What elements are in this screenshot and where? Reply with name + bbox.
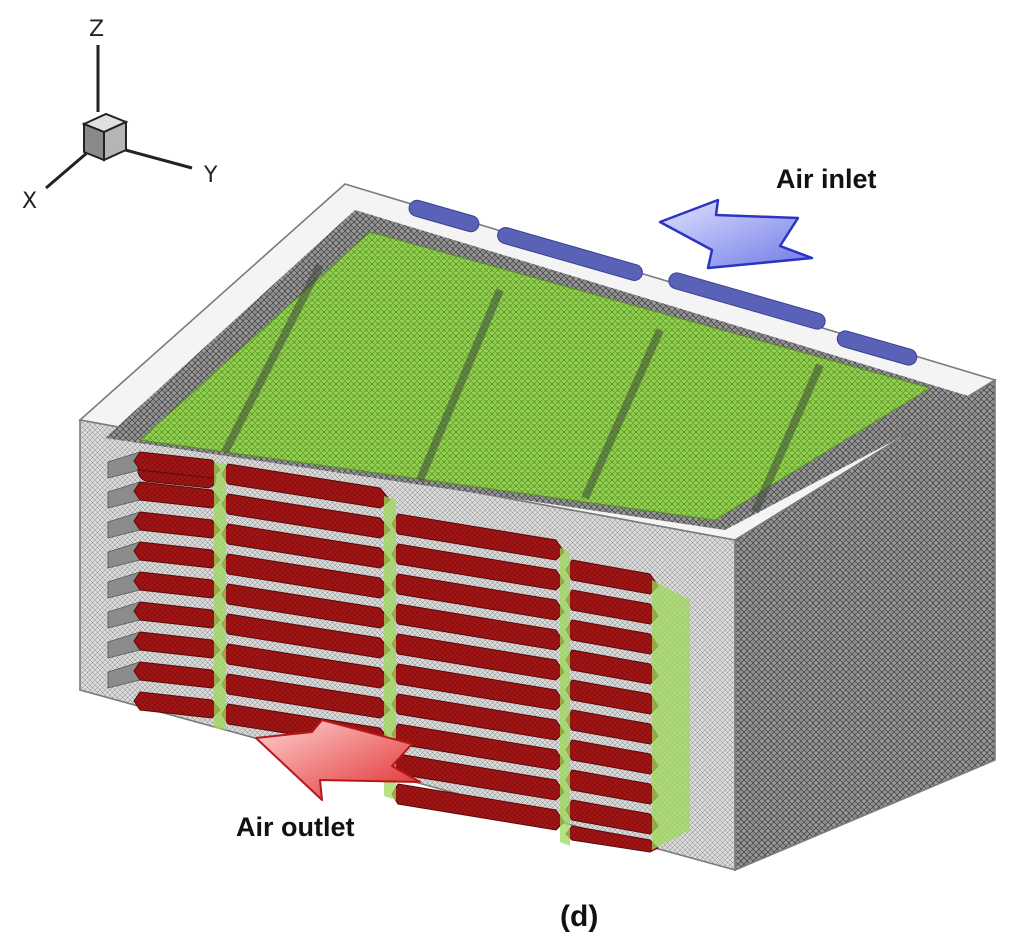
- coordinate-triad: Z Y X: [22, 17, 218, 214]
- air-inlet-arrow: [658, 198, 814, 270]
- cell-stack: [133, 451, 659, 853]
- axis-y-label: Y: [203, 163, 218, 188]
- air-inlet-label: Air inlet: [776, 164, 877, 194]
- axis-x-label: X: [22, 189, 37, 214]
- cell-row-9: [133, 691, 659, 835]
- interlayer-plates: [107, 451, 141, 689]
- air-outlet-label: Air outlet: [236, 812, 355, 842]
- inlet-ports: [408, 199, 918, 366]
- cell-row-4: [133, 541, 659, 685]
- cooling-plate-mesh: [138, 231, 932, 521]
- cell-row-7: [133, 631, 659, 775]
- cooling-channels: [221, 263, 824, 514]
- cell-row-6: [133, 601, 659, 745]
- axis-z-label: Z: [89, 17, 104, 42]
- cell-row-2: [133, 481, 659, 625]
- air-outlet-arrow: [255, 719, 421, 801]
- battery-pack-domain: [78, 183, 997, 872]
- cell-row-1: [133, 451, 659, 595]
- cell-row-3: [133, 511, 659, 655]
- cell-row-5: [133, 571, 659, 715]
- panel-label: (d): [560, 900, 598, 933]
- cell-gap-mesh: [214, 462, 690, 850]
- triad-cube-icon: [81, 112, 129, 162]
